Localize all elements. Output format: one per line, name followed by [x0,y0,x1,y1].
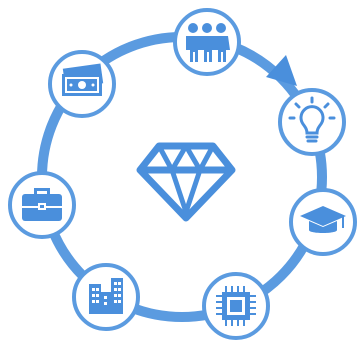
lightbulb-icon [288,96,336,143]
buildings-icon [89,278,123,314]
node-money [48,50,116,118]
node-business [8,171,76,239]
flow-arrow-icon [266,55,297,86]
node-education [289,188,357,256]
briefcase-icon [22,188,62,221]
microchip-icon [216,286,256,326]
graduation-cap-icon [300,206,346,233]
money-bills-icon [62,63,104,96]
people-group-icon [186,23,230,62]
node-people [173,8,241,76]
node-city [72,263,140,331]
diamond-icon [136,142,236,222]
node-technology [202,272,270,340]
node-idea [278,88,346,156]
